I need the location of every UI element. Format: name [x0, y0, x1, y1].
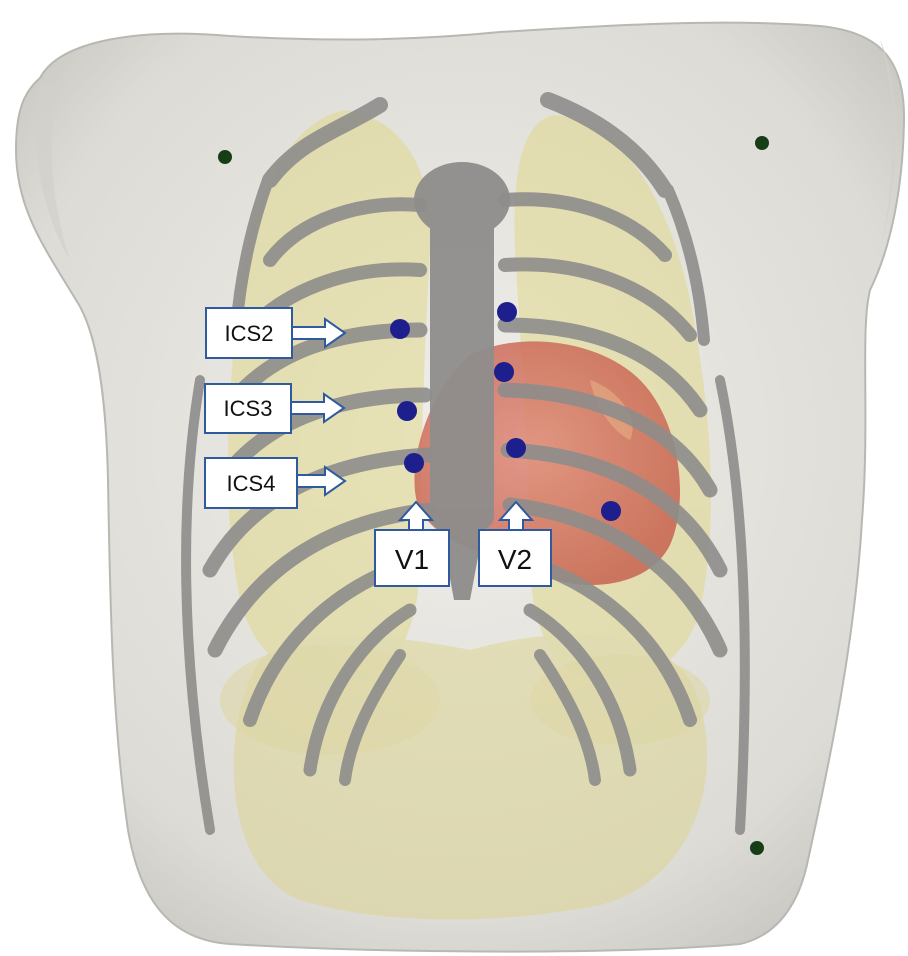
label-ics3-text: ICS3: [224, 396, 273, 421]
electrode-ics2-left: [497, 302, 517, 322]
label-ics4-text: ICS4: [227, 471, 276, 496]
label-v1-text: V1: [395, 544, 429, 575]
ground-electrode-left-hip: [750, 841, 764, 855]
ground-electrode-right-shoulder: [218, 150, 232, 164]
label-ics2-text: ICS2: [225, 321, 274, 346]
electrode-v2: [506, 438, 526, 458]
electrode-ics3-right: [397, 401, 417, 421]
label-v2-text: V2: [498, 544, 532, 575]
electrode-v1: [404, 453, 424, 473]
electrode-v4: [601, 501, 621, 521]
electrode-ics2-right: [390, 319, 410, 339]
sternum-body: [430, 200, 494, 530]
electrode-ics3-left: [494, 362, 514, 382]
ground-electrode-left-shoulder: [755, 136, 769, 150]
